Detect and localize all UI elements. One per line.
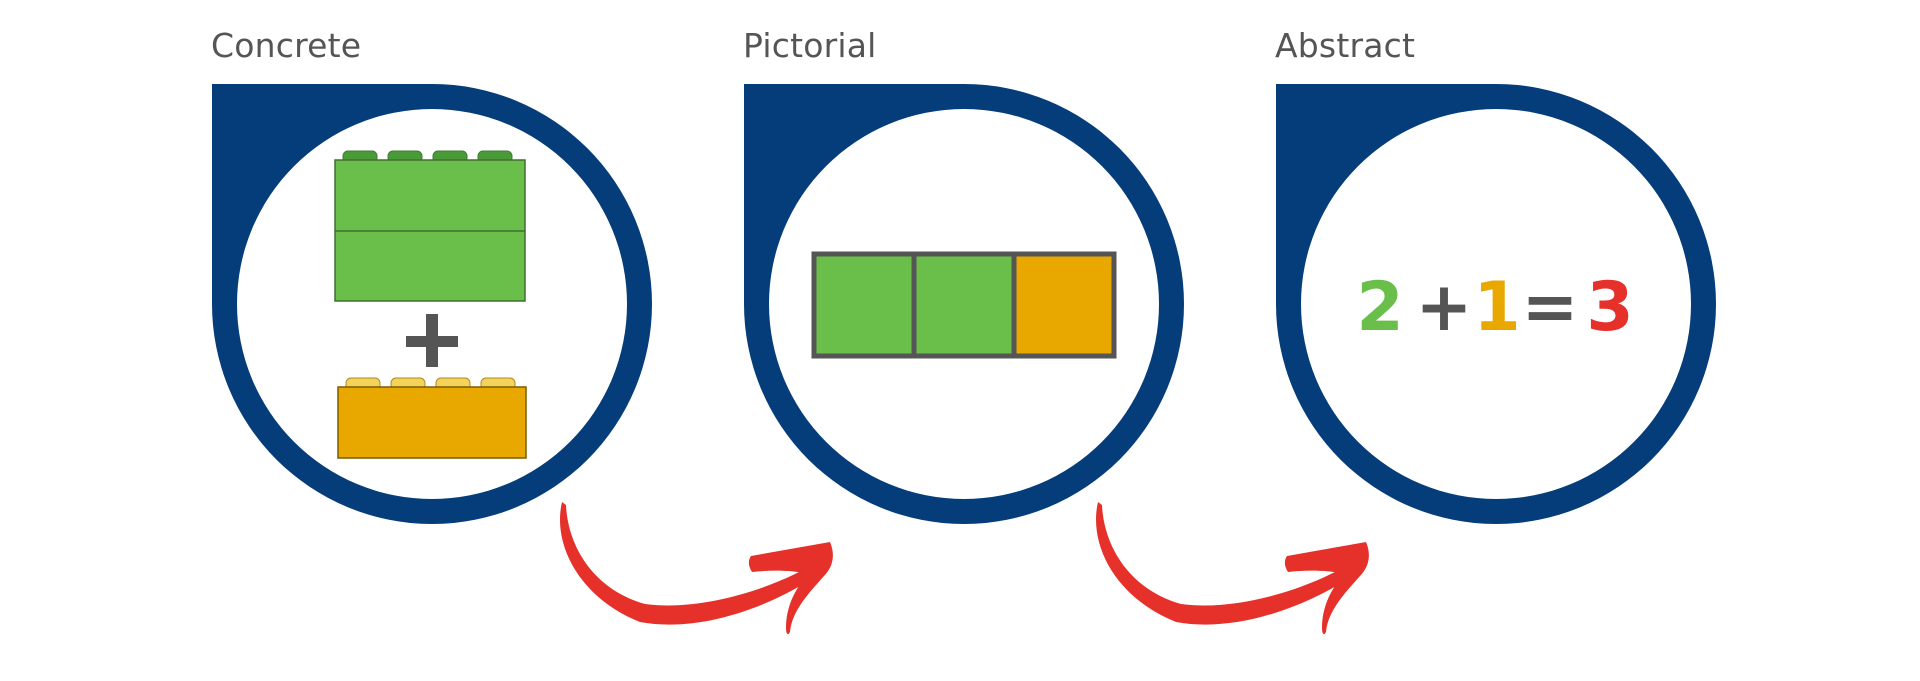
frame-abstract <box>1276 84 1716 524</box>
stage-label-abstract: Abstract <box>1275 26 1416 65</box>
arrow-concrete-to-pictorial <box>560 502 833 635</box>
equation-term-3: 3 <box>1586 268 1633 347</box>
equation-term-2: 2 <box>1356 268 1403 347</box>
stage-label-concrete: Concrete <box>211 26 362 65</box>
equation-equals: = <box>1522 268 1579 347</box>
bar-model <box>811 251 1117 359</box>
stage-label-pictorial: Pictorial <box>743 26 877 65</box>
bar-square-green-1 <box>811 251 917 359</box>
equation-plus: + <box>1416 268 1473 347</box>
lego-brick-green <box>334 150 526 302</box>
plus-sign-concrete <box>406 314 458 367</box>
bar-square-yellow <box>1011 251 1117 359</box>
bar-square-green-2 <box>911 251 1017 359</box>
equation: 2 + 1 = 3 <box>1356 268 1633 347</box>
lego-brick-yellow <box>337 377 527 459</box>
equation-term-1: 1 <box>1473 268 1520 347</box>
arrow-pictorial-to-abstract <box>1096 502 1369 635</box>
